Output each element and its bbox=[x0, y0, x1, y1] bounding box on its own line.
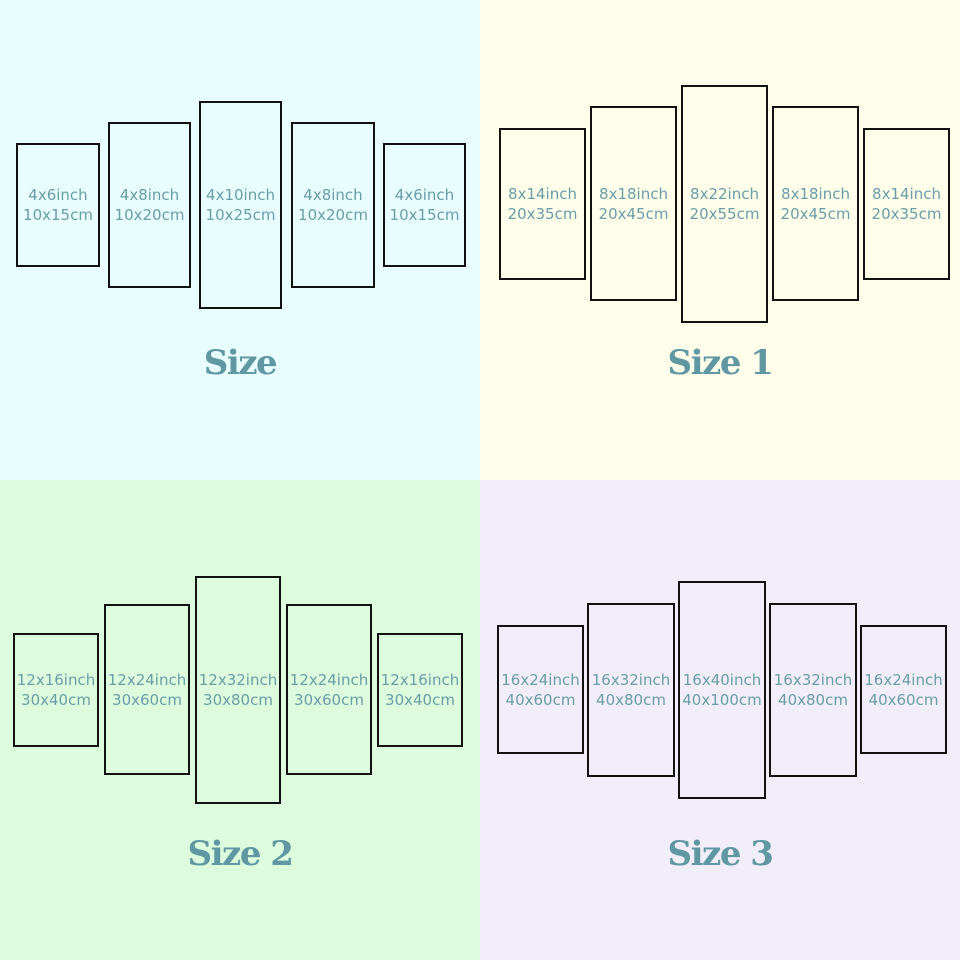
size-3-title: Size 3 bbox=[667, 834, 774, 874]
canvas-panel: 12x24inch 30x60cm bbox=[286, 604, 372, 775]
panel-cm-label: 20x35cm bbox=[507, 205, 578, 223]
panel-cm-label: 40x60cm bbox=[505, 690, 576, 709]
canvas-panel: 16x24inch 40x60cm bbox=[497, 625, 584, 754]
canvas-panel: 12x32inch 30x80cm bbox=[195, 576, 281, 804]
panel-cm-label: 30x40cm bbox=[385, 691, 455, 709]
canvas-panel: 8x18inch 20x45cm bbox=[590, 106, 677, 301]
canvas-panel: 4x8inch 10x20cm bbox=[108, 122, 191, 288]
panel-cm-label: 20x35cm bbox=[871, 205, 942, 223]
canvas-panel: 8x14inch 20x35cm bbox=[499, 128, 586, 280]
canvas-panel: 4x6inch 10x15cm bbox=[383, 143, 466, 267]
size-title: Size bbox=[203, 343, 278, 383]
panel-cm-label: 40x60cm bbox=[868, 690, 939, 709]
panel-cm-label: 30x60cm bbox=[294, 690, 364, 709]
size-1-title: Size 1 bbox=[667, 343, 774, 383]
size-1-section: 8x14inch 20x35cm 8x18inch 20x45cm 8x22in… bbox=[480, 0, 960, 480]
panel-cm-label: 20x55cm bbox=[689, 205, 760, 223]
canvas-panel: 4x6inch 10x15cm bbox=[16, 143, 100, 267]
panel-inch-label: 4x6inch bbox=[394, 186, 455, 204]
panel-cm-label: 10x20cm bbox=[114, 206, 185, 224]
panel-inch-label: 8x22inch bbox=[690, 185, 759, 203]
canvas-panel: 12x16inch 30x40cm bbox=[13, 633, 99, 747]
canvas-panel: 8x22inch 20x55cm bbox=[681, 85, 768, 323]
canvas-panel: 12x16inch 30x40cm bbox=[377, 633, 463, 747]
panel-inch-label: 16x32inch bbox=[591, 671, 671, 689]
size-section: 4x6inch 10x15cm 4x8inch 10x20cm 4x10inch… bbox=[0, 0, 480, 480]
panel-inch-label: 12x16inch bbox=[380, 671, 460, 689]
panel-cm-label: 20x45cm bbox=[780, 204, 851, 223]
canvas-panel: 8x14inch 20x35cm bbox=[863, 128, 950, 280]
canvas-panel: 16x32inch 40x80cm bbox=[587, 603, 675, 777]
panel-inch-label: 12x24inch bbox=[289, 670, 369, 689]
canvas-panel: 4x8inch 10x20cm bbox=[291, 122, 375, 288]
panel-cm-label: 30x60cm bbox=[112, 690, 182, 709]
panel-inch-label: 16x32inch bbox=[773, 671, 853, 689]
panel-inch-label: 4x10inch bbox=[206, 186, 275, 204]
panel-inch-label: 8x14inch bbox=[508, 185, 577, 203]
panel-inch-label: 4x6inch bbox=[28, 186, 88, 204]
panel-cm-label: 10x15cm bbox=[23, 206, 93, 224]
panel-cm-label: 20x45cm bbox=[598, 204, 669, 223]
panel-inch-label: 8x18inch bbox=[599, 184, 668, 203]
panel-inch-label: 16x40inch bbox=[682, 671, 762, 689]
panel-inch-label: 16x24inch bbox=[501, 670, 580, 689]
size-2-title: Size 2 bbox=[187, 834, 294, 874]
canvas-panel: 4x10inch 10x25cm bbox=[199, 101, 282, 309]
panel-inch-label: 4x8inch bbox=[119, 186, 180, 204]
panel-inch-label: 8x18inch bbox=[781, 184, 850, 203]
panel-inch-label: 4x8inch bbox=[303, 186, 363, 204]
size-2-section: 12x16inch 30x40cm 12x24inch 30x60cm 12x3… bbox=[0, 480, 480, 960]
panel-cm-label: 30x80cm bbox=[203, 691, 273, 709]
panel-inch-label: 16x24inch bbox=[864, 670, 943, 689]
size-3-section: 16x24inch 40x60cm 16x32inch 40x80cm 16x4… bbox=[480, 480, 960, 960]
panel-cm-label: 40x80cm bbox=[596, 691, 666, 709]
panel-cm-label: 40x80cm bbox=[778, 691, 848, 709]
canvas-panel: 16x32inch 40x80cm bbox=[769, 603, 857, 777]
panel-cm-label: 10x20cm bbox=[298, 206, 368, 224]
panel-inch-label: 8x14inch bbox=[872, 185, 941, 203]
panel-inch-label: 12x16inch bbox=[16, 671, 96, 689]
panel-cm-label: 10x15cm bbox=[389, 206, 460, 224]
panel-inch-label: 12x24inch bbox=[107, 670, 187, 689]
canvas-panel: 8x18inch 20x45cm bbox=[772, 106, 859, 301]
panel-cm-label: 10x25cm bbox=[205, 206, 276, 224]
canvas-panel: 12x24inch 30x60cm bbox=[104, 604, 190, 775]
panel-cm-label: 40x100cm bbox=[682, 691, 762, 709]
canvas-panel: 16x24inch 40x60cm bbox=[860, 625, 947, 754]
panel-inch-label: 12x32inch bbox=[198, 671, 278, 689]
panel-cm-label: 30x40cm bbox=[21, 691, 91, 709]
canvas-panel: 16x40inch 40x100cm bbox=[678, 581, 766, 799]
